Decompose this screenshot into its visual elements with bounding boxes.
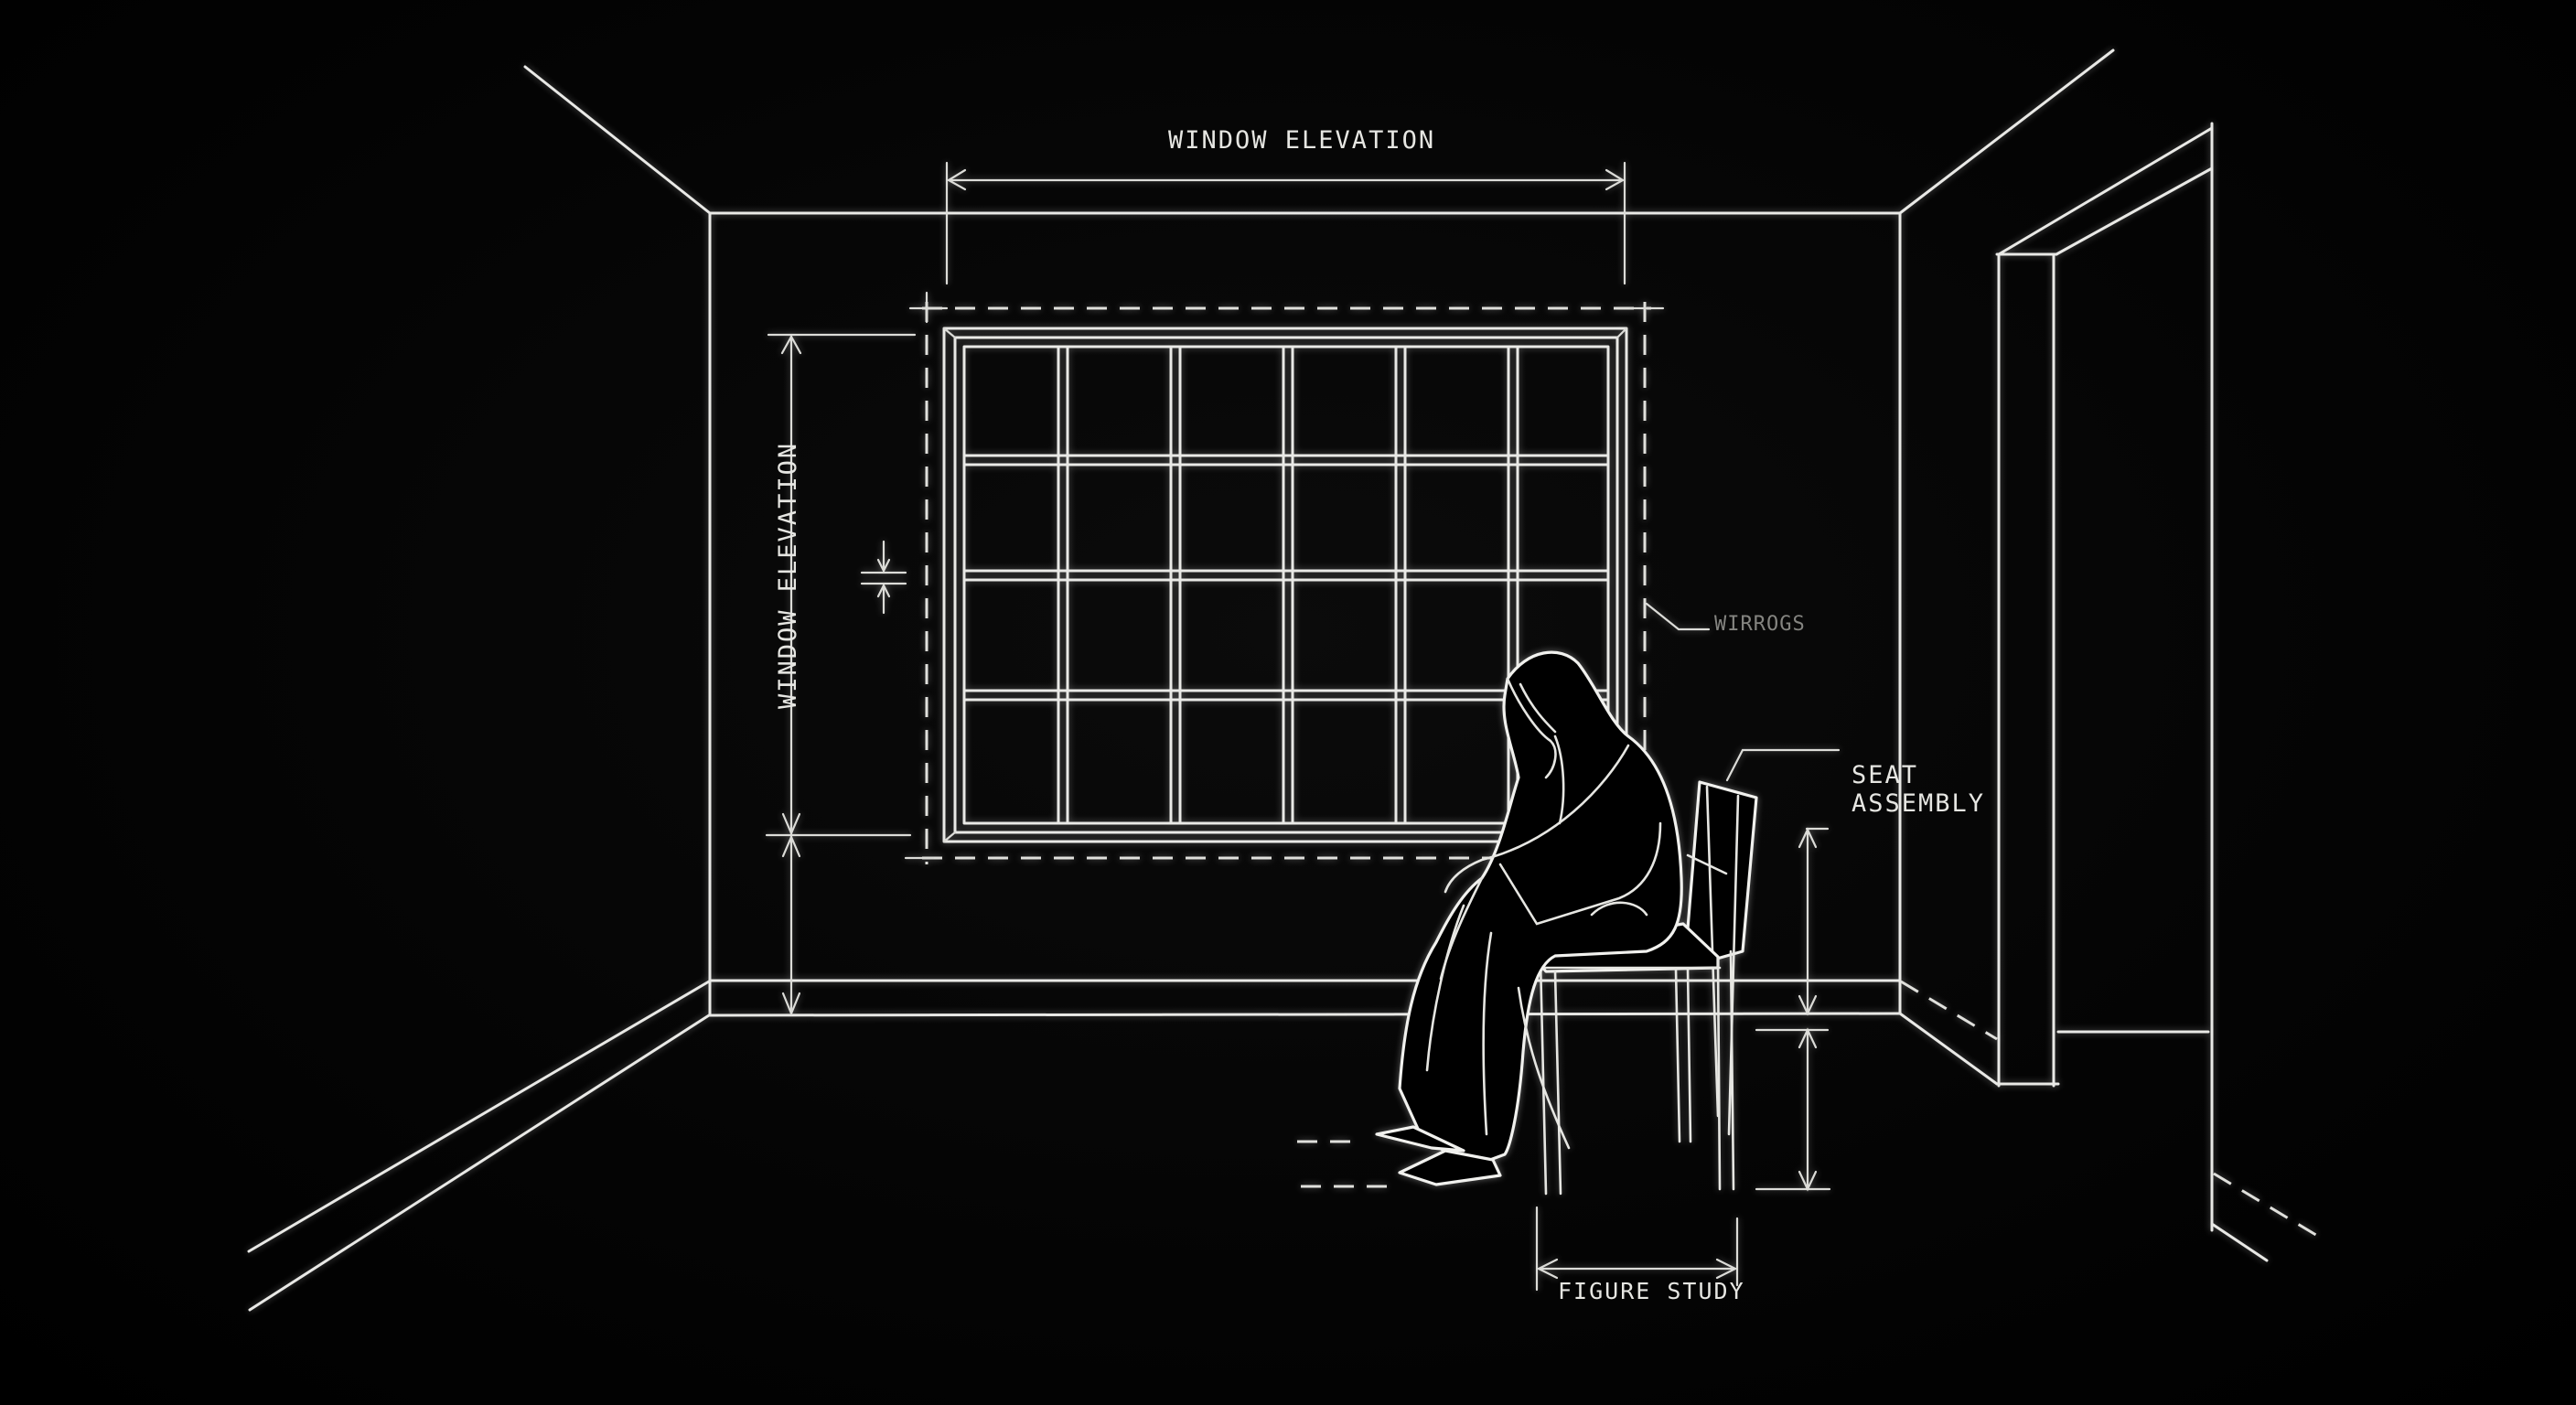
- window-callout-label: WIRROGS: [1714, 613, 1806, 636]
- room-structure: [247, 48, 2115, 1312]
- seat-assembly-line1: SEAT: [1852, 761, 1919, 789]
- seat-assembly-label: SEAT ASSEMBLY: [1852, 761, 1985, 818]
- window: [904, 291, 1711, 864]
- window-mullions: [962, 345, 1610, 825]
- doorway: [1995, 122, 2320, 1262]
- seat-assembly-line2: ASSEMBLY: [1852, 789, 1986, 819]
- dimension-lines: [765, 161, 1841, 1292]
- figure-study-label: FIGURE STUDY: [1558, 1278, 1745, 1304]
- hooded-figure: [1375, 650, 1683, 1186]
- window-elevation-label-vertical: WINDOW ELEVATION: [774, 441, 802, 709]
- window-elevation-label-horizontal: WINDOW ELEVATION: [1168, 126, 1436, 155]
